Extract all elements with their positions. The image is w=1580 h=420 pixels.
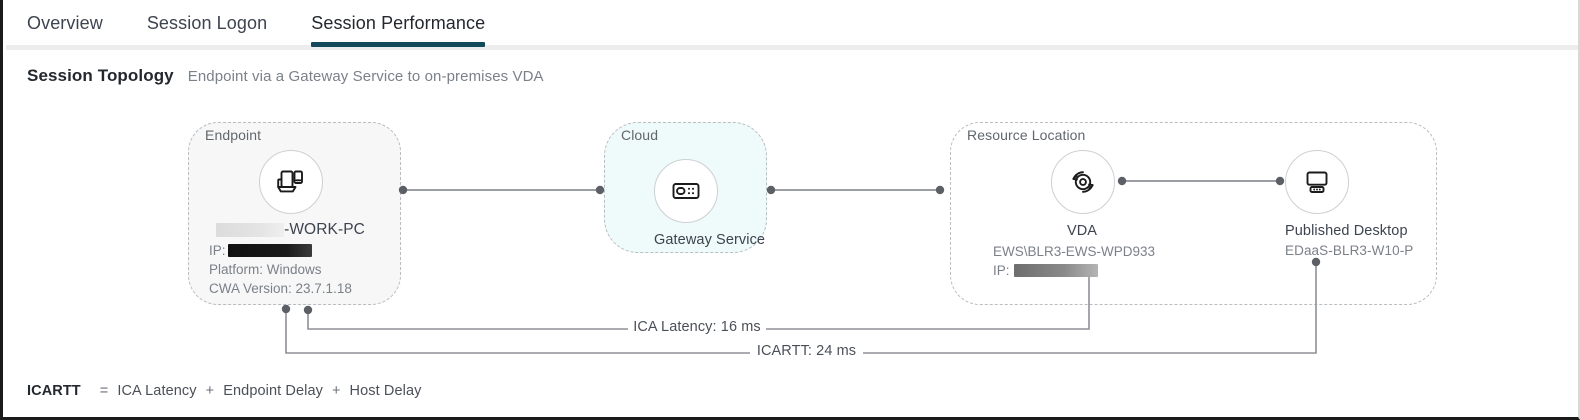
formula-term: ICARTT bbox=[27, 383, 81, 399]
endpoint-name-suffix: -WORK-PC bbox=[284, 221, 365, 238]
endpoint-ip-label: IP: bbox=[209, 243, 226, 258]
endpoint-node-circle[interactable] bbox=[259, 150, 323, 214]
endpoint-details: IP: Platform: Windows CWA Version: 23.7.… bbox=[209, 241, 352, 298]
endpoint-cwa-version: CWA Version: 23.7.1.18 bbox=[209, 281, 352, 296]
endpoint-name-redaction bbox=[216, 223, 285, 237]
formula-plus-1: + bbox=[205, 383, 215, 399]
gateway-icon bbox=[670, 175, 702, 207]
published-desktop-node-circle[interactable] bbox=[1285, 150, 1349, 214]
formula-part-ica-latency: ICA Latency bbox=[117, 383, 197, 399]
published-desktop-machine: EDaaS-BLR3-W10-P bbox=[1285, 242, 1413, 260]
zone-resource-location-label: Resource Location bbox=[967, 127, 1086, 143]
endpoint-ip-redaction bbox=[227, 244, 312, 257]
ica-latency-label: ICA Latency: 16 ms bbox=[633, 319, 761, 335]
formula-plus-2: + bbox=[331, 383, 341, 399]
vda-ip-label: IP: bbox=[993, 263, 1010, 278]
formula-part-host-delay: Host Delay bbox=[349, 383, 422, 399]
vda-icon bbox=[1067, 166, 1099, 198]
gateway-service-name: Gateway Service bbox=[654, 232, 766, 248]
icartt-formula: ICARTT = ICA Latency + Endpoint Delay + … bbox=[27, 383, 421, 399]
endpoint-ip-row: IP: bbox=[209, 241, 352, 260]
published-desktop-name: Published Desktop bbox=[1285, 223, 1408, 239]
devices-icon bbox=[274, 165, 308, 199]
zone-cloud-label: Cloud bbox=[621, 127, 659, 143]
vda-details: EWS\BLR3-EWS-WPD933 IP: bbox=[993, 242, 1155, 280]
tab-bar: Overview Session Logon Session Performan… bbox=[3, 0, 1578, 50]
node-vda[interactable]: VDA bbox=[1051, 150, 1115, 239]
tab-session-logon[interactable]: Session Logon bbox=[147, 0, 267, 46]
vda-node-circle[interactable] bbox=[1051, 150, 1115, 214]
tab-list: Overview Session Logon Session Performan… bbox=[27, 0, 529, 47]
vda-ip-row: IP: bbox=[993, 261, 1155, 280]
tab-session-performance[interactable]: Session Performance bbox=[311, 0, 486, 47]
tab-bar-divider bbox=[6, 45, 1578, 50]
node-endpoint[interactable] bbox=[259, 150, 323, 214]
tab-overview[interactable]: Overview bbox=[27, 0, 103, 46]
endpoint-device-name: -WORK-PC bbox=[203, 221, 378, 239]
vda-machine-name: EWS\BLR3-EWS-WPD933 bbox=[993, 244, 1156, 259]
zone-endpoint-label: Endpoint bbox=[205, 127, 262, 143]
formula-equals: = bbox=[99, 383, 109, 399]
page-title: Session Topology bbox=[27, 66, 174, 85]
page-subtitle: Endpoint via a Gateway Service to on-pre… bbox=[187, 68, 544, 85]
gateway-node-circle[interactable] bbox=[654, 159, 718, 223]
node-gateway-service[interactable]: Gateway Service bbox=[654, 159, 766, 248]
vda-ip-redaction bbox=[1013, 264, 1098, 277]
section-header: Session Topology Endpoint via a Gateway … bbox=[27, 66, 544, 86]
desktop-icon bbox=[1301, 166, 1333, 198]
icartt-label: ICARTT: 24 ms bbox=[756, 343, 857, 359]
vda-name: VDA bbox=[1066, 223, 1098, 239]
endpoint-platform: Platform: Windows bbox=[209, 262, 322, 277]
formula-part-endpoint-delay: Endpoint Delay bbox=[223, 383, 323, 399]
node-published-desktop[interactable]: Published Desktop EDaaS-BLR3-W10-P bbox=[1285, 150, 1413, 260]
